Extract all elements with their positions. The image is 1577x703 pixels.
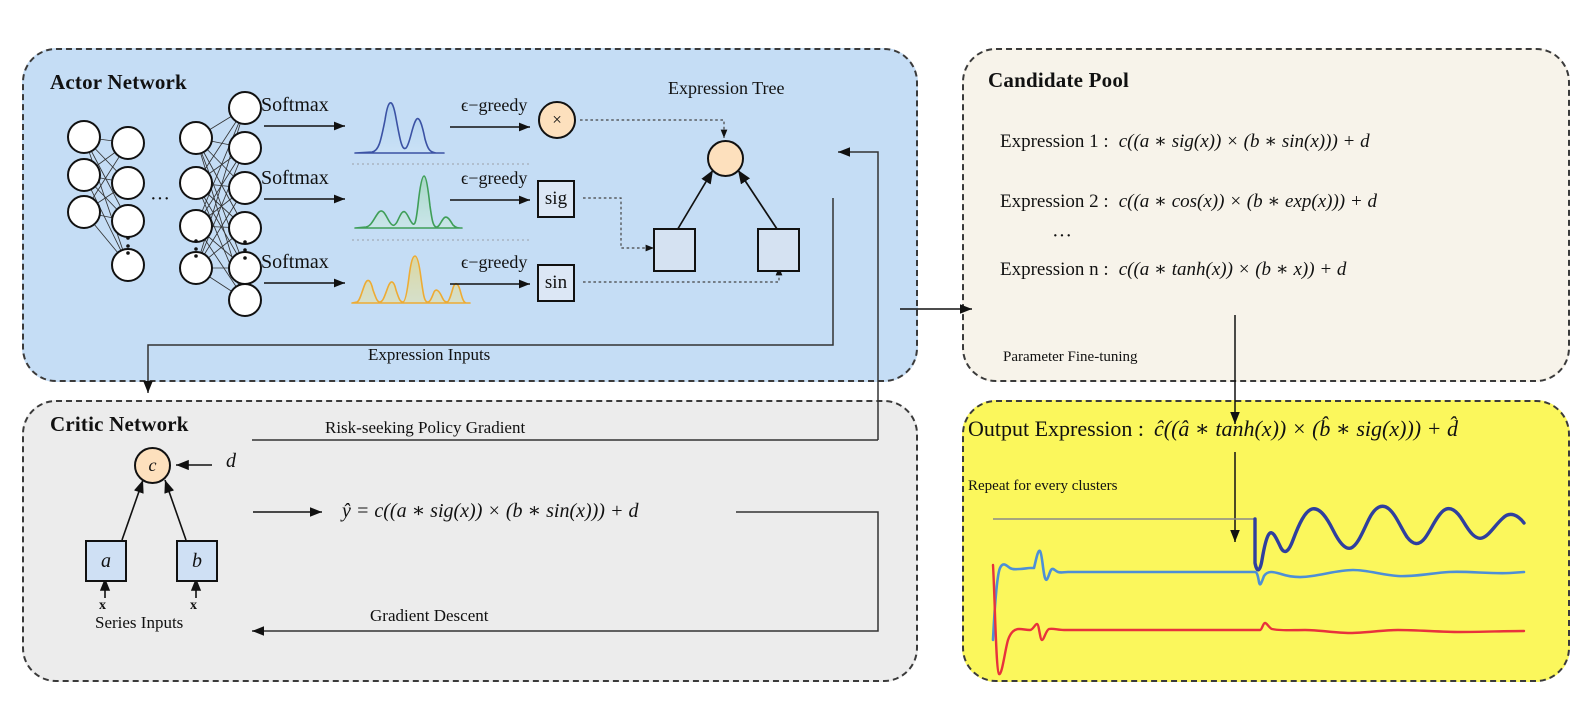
epsilon-greedy-label-3: ϵ−greedy [461,252,528,272]
risk-seeking-policy-gradient-label: Risk-seeking Policy Gradient [325,418,526,437]
sampled-operator-node[interactable]: × [538,101,576,139]
critic-leaf-a[interactable]: a [85,540,127,582]
candidate-pool-panel [962,48,1570,382]
candidate-expression-1-body: c((a ∗ sig(x)) × (b ∗ sin(x))) + d [1118,131,1370,152]
network-ellipsis: ··· [150,188,170,210]
candidate-expression-1-name: Expression 1 : [1000,131,1109,152]
critic-network-panel [22,400,918,682]
actor-panel-title: Actor Network [50,70,187,94]
softmax-label-1: Softmax [261,94,329,116]
critic-panel-title: Critic Network [50,412,189,436]
output-expression-panel [962,400,1570,682]
candidate-expression-1: Expression 1 : c((a ∗ sig(x)) × (b ∗ sin(… [1000,130,1370,153]
critic-input-x-left: x [99,598,106,613]
repeat-clusters-label: Repeat for every clusters [968,478,1118,494]
critic-input-x-right: x [190,598,197,613]
parameter-finetuning-label: Parameter Fine-tuning [1003,349,1138,365]
softmax-label-3: Softmax [261,251,329,273]
tree-leaf-node-left[interactable] [653,228,696,272]
epsilon-greedy-label-2: ϵ−greedy [461,168,528,188]
expression-inputs-label: Expression Inputs [368,345,491,364]
critic-root-node[interactable]: c [134,447,171,484]
sampled-token-sig[interactable]: sig [537,180,575,218]
critic-leaf-b[interactable]: b [176,540,218,582]
candidate-expression-n-name: Expression n : [1000,259,1109,280]
candidate-expression-2: Expression 2 : c((a ∗ cos(x)) × (b ∗ exp(… [1000,190,1377,213]
tree-root-node[interactable] [707,140,744,177]
series-inputs-label: Series Inputs [95,613,184,632]
output-expression-formula: ĉ((â ∗ tanh(x)) × (b̂ ∗ sig(x))) + d̂ [1154,416,1458,441]
output-expression-title: Output Expression : [968,416,1144,441]
sampled-token-sin[interactable]: sin [537,264,575,302]
softmax-label-2: Softmax [261,167,329,189]
critic-equation: ŷ = c((a ∗ sig(x)) × (b ∗ sin(x))) + d [342,500,639,522]
gradient-descent-label: Gradient Descent [370,606,489,625]
critic-bias-node: d [226,450,236,472]
epsilon-greedy-label-1: ϵ−greedy [461,95,528,115]
candidate-expression-2-body: c((a ∗ cos(x)) × (b ∗ exp(x))) + d [1118,191,1377,212]
candidate-pool-ellipsis: ··· [1052,225,1072,247]
candidate-pool-panel-title: Candidate Pool [988,68,1130,92]
output-expression-line: Output Expression : ĉ((â ∗ tanh(x)) × (b̂… [968,416,1458,442]
tree-leaf-node-right[interactable] [757,228,800,272]
candidate-expression-n: Expression n : c((a ∗ tanh(x)) × (b ∗ x))… [1000,258,1346,281]
candidate-expression-n-body: c((a ∗ tanh(x)) × (b ∗ x)) + d [1118,259,1347,280]
expression-tree-title: Expression Tree [668,78,785,98]
candidate-expression-2-name: Expression 2 : [1000,191,1109,212]
